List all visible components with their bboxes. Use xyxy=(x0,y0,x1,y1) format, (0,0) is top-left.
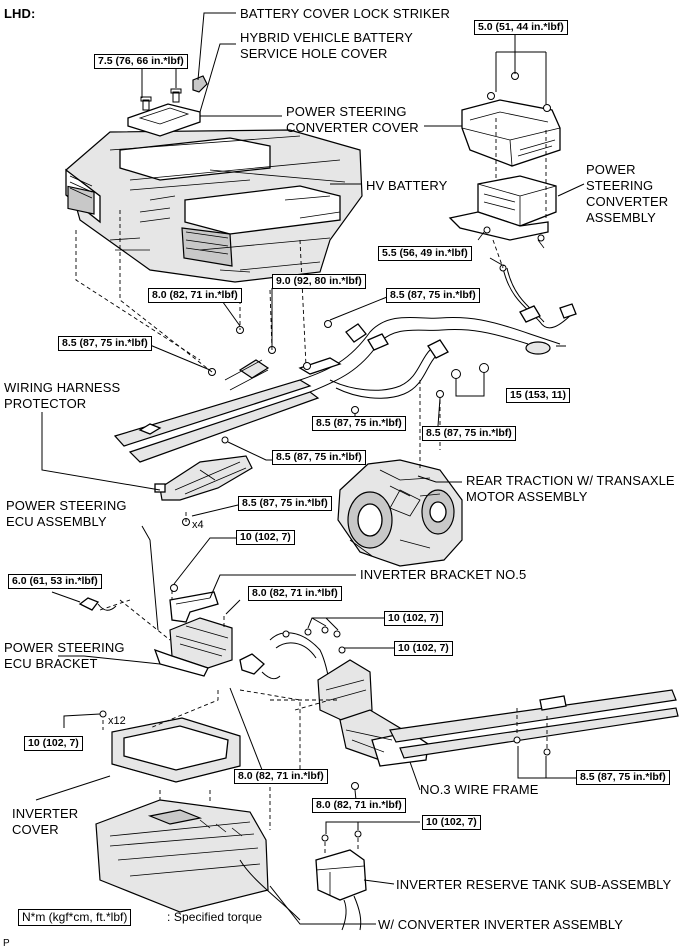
torque-8-0-battery: 8.0 (82, 71 in.*lbf) xyxy=(148,288,242,303)
torque-8-5-harness-top: 8.5 (87, 75 in.*lbf) xyxy=(386,288,480,303)
label-inverter-cover-line1: INVERTER xyxy=(12,806,79,821)
wiring-harness-protector-shape xyxy=(154,455,253,501)
torque-8-0-lower: 8.0 (82, 71 in.*lbf) xyxy=(312,798,406,813)
torque-8-5-harness-center: 8.5 (87, 75 in.*lbf) xyxy=(312,416,406,431)
ps-ecu-connector xyxy=(78,597,281,680)
torque-ps-converter-assembly: 5.5 (56, 49 in.*lbf) xyxy=(378,246,472,261)
inverter-bracket-no5 xyxy=(169,584,219,623)
no3-wire-frame xyxy=(389,689,679,759)
ps-converter-assembly xyxy=(448,175,557,249)
legend-unit-box: N*m (kgf*cm, ft.*lbf) xyxy=(18,909,132,926)
label-rear-traction-line2: MOTOR ASSEMBLY xyxy=(466,489,588,504)
label-inverter-cover-line2: COVER xyxy=(12,822,59,837)
torque-15: 15 (153, 11) xyxy=(506,388,571,403)
ps-ecu-assembly-shape xyxy=(153,617,233,677)
label-ps-converter-assembly-line2: STEERING xyxy=(586,178,654,193)
label-rear-traction-line1: REAR TRACTION W/ TRANSAXLE xyxy=(466,473,675,488)
count-x12: x12 xyxy=(108,715,126,727)
ps-converter-cover xyxy=(461,72,561,167)
inverter-cover-shape xyxy=(99,710,241,783)
hv-battery xyxy=(65,129,363,283)
torque-6-0: 6.0 (61, 53 in.*lbf) xyxy=(8,574,102,589)
label-wiring-harness-protector-line2: PROTECTOR xyxy=(4,396,87,411)
region-label: LHD: xyxy=(4,6,36,21)
torque-8-0-ecu: 8.0 (82, 71 in.*lbf) xyxy=(248,586,342,601)
torque-10-inverter-cover: 10 (102, 7) xyxy=(24,736,83,751)
label-service-hole-cover-line1: HYBRID VEHICLE BATTERY xyxy=(240,30,413,45)
torque-8-5-protector-bolts: 8.5 (87, 75 in.*lbf) xyxy=(238,496,332,511)
label-inverter-bracket-no5: INVERTER BRACKET NO.5 xyxy=(360,567,527,582)
torque-10-harness-a: 10 (102, 7) xyxy=(384,611,443,626)
label-ps-ecu-assembly-line2: ECU ASSEMBLY xyxy=(6,514,107,529)
torque-10-bracket: 10 (102, 7) xyxy=(236,530,295,545)
torque-ps-converter-cover: 5.0 (51, 44 in.*lbf) xyxy=(474,20,568,35)
label-inverter-reserve-tank: INVERTER RESERVE TANK SUB-ASSEMBLY xyxy=(396,877,672,892)
figure-code: P xyxy=(3,938,10,949)
label-no3-wire-frame: NO.3 WIRE FRAME xyxy=(420,782,539,797)
rear-traction-motor xyxy=(337,459,463,567)
label-ps-ecu-bracket-line2: ECU BRACKET xyxy=(4,656,98,671)
torque-8-5-protector: 8.5 (87, 75 in.*lbf) xyxy=(272,450,366,465)
label-converter-inverter-assembly: W/ CONVERTER INVERTER ASSEMBLY xyxy=(378,917,623,932)
torque-8-0-inverter: 8.0 (82, 71 in.*lbf) xyxy=(234,769,328,784)
dashed-assembly-lines xyxy=(75,118,548,854)
torque-10-reserve-tank: 10 (102, 7) xyxy=(422,815,481,830)
torque-8-5-left: 8.5 (87, 75 in.*lbf) xyxy=(58,336,152,351)
label-ps-ecu-assembly-line1: POWER STEERING xyxy=(6,498,127,513)
label-service-hole-cover-line2: SERVICE HOLE COVER xyxy=(240,46,388,61)
label-ps-ecu-bracket-line1: POWER STEERING xyxy=(4,640,125,655)
inverter-reserve-tank xyxy=(315,830,367,931)
torque-8-5-motor: 8.5 (87, 75 in.*lbf) xyxy=(422,426,516,441)
label-ps-converter-cover-line1: POWER STEERING xyxy=(286,104,407,119)
label-ps-converter-assembly-line3: CONVERTER xyxy=(586,194,669,209)
main-wire-harness xyxy=(113,316,561,463)
converter-inverter-assembly-shape xyxy=(95,799,301,921)
service-hole-cover xyxy=(127,75,208,137)
legend-text: : Specified torque xyxy=(167,910,263,924)
label-ps-converter-assembly-line4: ASSEMBLY xyxy=(586,210,656,225)
torque-8-5-wire-frame: 8.5 (87, 75 in.*lbf) xyxy=(576,770,670,785)
torque-service-hole-cover: 7.5 (76, 66 in.*lbf) xyxy=(94,54,188,69)
label-ps-converter-cover-line2: CONVERTER COVER xyxy=(286,120,419,135)
leader-lines xyxy=(35,12,585,925)
torque-10-harness-b: 10 (102, 7) xyxy=(394,641,453,656)
label-ps-converter-assembly-line1: POWER xyxy=(586,162,636,177)
label-wiring-harness-protector-line1: WIRING HARNESS xyxy=(4,380,121,395)
label-hv-battery: HV BATTERY xyxy=(366,178,448,193)
count-x4: x4 xyxy=(192,519,204,531)
ps-converter-harness xyxy=(499,264,577,355)
torque-9-0: 9.0 (92, 80 in.*lbf) xyxy=(272,274,366,289)
harness-bolts xyxy=(182,320,489,526)
label-battery-cover-lock-striker: BATTERY COVER LOCK STRIKER xyxy=(240,6,450,21)
